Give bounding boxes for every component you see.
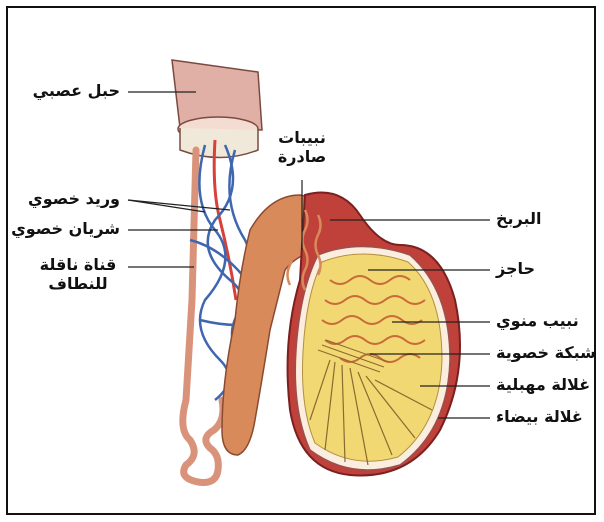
spermatic-cord-shape [172,60,262,158]
label-epididymis: البربخ [496,209,542,228]
label-tunica-albuginea: غلالة بيضاء [496,407,583,426]
label-rete-testis: شبكة خصوية [496,343,596,362]
testis-interior-shape [303,254,443,461]
label-septum: حاجز [496,259,535,278]
label-testicular-artery: شريان خصوي [11,219,120,238]
label-vas-deferens: قناة ناقلة للنطاف [30,255,126,293]
label-efferent-ductules-line1: نبيبات [262,128,342,147]
label-efferent-ductules-line2: صادرة [262,147,342,166]
label-vas-deferens-line1: قناة ناقلة [30,255,126,274]
label-efferent-ductules: نبيبات صادرة [262,128,342,166]
label-vas-deferens-line2: للنطاف [30,274,126,293]
label-seminiferous-tubule: نبيب منوي [496,311,579,330]
label-spermatic-cord: حبل عصبي [33,81,120,100]
label-testicular-vein: وريد خصوي [28,189,120,208]
label-tunica-vaginalis: غلالة مهبلية [496,375,590,394]
